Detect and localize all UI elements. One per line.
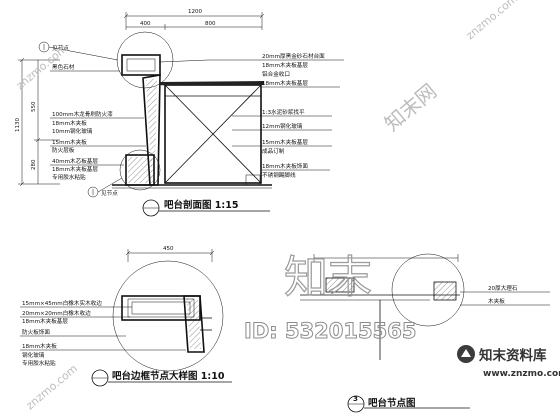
node-board-block bbox=[433, 281, 457, 301]
tag-top: 见节点 bbox=[38, 41, 119, 61]
right-note-7: 15mm木夹板基层 bbox=[262, 138, 308, 146]
node-title: 3 吧台节点图 bbox=[347, 395, 470, 413]
right-note-3: 铝合金收口 bbox=[262, 70, 290, 78]
watermark-brand: 知末 bbox=[284, 252, 372, 303]
left-note-2: 100mm木龙骨刷防火漆 bbox=[52, 110, 113, 118]
watermark-stamp: 知末网 bbox=[380, 79, 441, 136]
right-note-1: 20mm厚黑金砂石材台面 bbox=[262, 52, 325, 60]
watermark-layer: znzmo.com znzmo.com znzmo.com 知末网 知末 ID:… bbox=[14, 0, 560, 412]
partial-node-drawing: 20厚大理石 木夹板 3 吧台节点图 bbox=[300, 253, 550, 413]
right-note-9: 18mm木夹板饰面 bbox=[262, 162, 308, 170]
detail-vertical-profile bbox=[183, 295, 205, 353]
section-title-text: 吧台剖面图 1:15 bbox=[164, 199, 238, 211]
detail-dimension: 450 bbox=[125, 246, 215, 262]
watermark-badge bbox=[456, 336, 558, 384]
node-stone-block bbox=[325, 277, 355, 293]
tag-bottom: 见节点 bbox=[87, 177, 123, 198]
detail-dim-label: 450 bbox=[163, 246, 174, 252]
section-title: 吧台剖面图 1:15 bbox=[142, 199, 270, 217]
overall-dim-label: 1200 bbox=[188, 9, 202, 15]
tag-top-text: 见节点 bbox=[52, 44, 69, 52]
node-callout-circle bbox=[391, 253, 465, 327]
detail-note-7: 专用胶水粘贴 bbox=[22, 359, 56, 367]
detail-callout-circle bbox=[112, 260, 224, 372]
detail-callout-bottom bbox=[119, 149, 161, 191]
detail-note-3: 18mm木夹板基层 bbox=[22, 317, 68, 325]
top-dimension: 1200 400 800 bbox=[123, 9, 265, 30]
left-note-6: 防火层板 bbox=[52, 146, 75, 154]
watermark-site-label: 知末资料库 bbox=[479, 347, 547, 364]
height-dimensions: 1130 550 280 bbox=[15, 57, 60, 187]
right-note-4: 18mm木夹板基层 bbox=[262, 79, 308, 87]
watermark-id: ID: 532015565 bbox=[244, 319, 416, 343]
height-dim-lower: 280 bbox=[31, 159, 37, 170]
right-note-6: 12mm钢化玻璃 bbox=[262, 122, 303, 130]
detail-note-6: 钢化玻璃 bbox=[22, 351, 45, 359]
detail-note-4: 防火板饰面 bbox=[22, 328, 50, 336]
detail-callout-top bbox=[116, 31, 174, 89]
watermark-diagonal-top: znzmo.com bbox=[464, 0, 520, 42]
left-note-1: 黑色石材 bbox=[52, 63, 75, 71]
detail-note-2: 20mm×20mm白橡木收边 bbox=[22, 309, 91, 317]
left-note-4: 10mm钢化玻璃 bbox=[52, 127, 93, 135]
left-note-5: 15mm木夹板 bbox=[52, 138, 87, 146]
watermark-logo-icon bbox=[457, 345, 475, 363]
left-notes: 黑色石材 100mm木龙骨刷防火漆 18mm木夹板 10mm钢化玻璃 15mm木… bbox=[50, 63, 146, 181]
node-note-2: 木夹板 bbox=[488, 297, 505, 305]
detail-notes: 15mm×45mm白橡木实木收边 20mm×20mm白橡木收边 18mm木夹板基… bbox=[20, 299, 186, 367]
height-dim-upper: 550 bbox=[31, 101, 37, 112]
node-title-text: 吧台节点图 bbox=[368, 397, 416, 409]
left-note-7: 40mm木芯板基层 bbox=[52, 157, 98, 165]
bar-edge-detail-drawing: 450 15mm×45mm白橡木实木收边 20mm×20mm白橡木收边 18mm… bbox=[20, 246, 232, 387]
node-note-1: 20厚大理石 bbox=[488, 284, 518, 292]
detail-note-1: 15mm×45mm白橡木实木收边 bbox=[22, 299, 102, 307]
top-dim-left: 400 bbox=[140, 21, 151, 27]
watermark-diagonal-bottom: znzmo.com bbox=[24, 362, 80, 412]
right-note-8: 成品订制 bbox=[262, 147, 285, 155]
tag-bottom-text: 见节点 bbox=[101, 189, 118, 197]
countertop-slab bbox=[159, 81, 264, 85]
detail-note-5: 18mm木夹板 bbox=[22, 342, 57, 350]
right-notes: 20mm厚黑金砂石材台面 18mm木夹板基层 铝合金收口 18mm木夹板基层 1… bbox=[159, 52, 344, 179]
left-note-8: 18mm木夹板基层 bbox=[52, 165, 98, 173]
right-note-10: 不锈钢踢脚线 bbox=[262, 171, 296, 179]
watermark-url: www.znzmo.com bbox=[483, 369, 560, 379]
detail-top-profile bbox=[121, 295, 201, 321]
height-dim-total: 1130 bbox=[15, 118, 21, 132]
detail-title: 吧台边框节点大样图 1:10 bbox=[91, 369, 232, 387]
upper-counter-top bbox=[121, 54, 161, 76]
node-sheet-number: 3 bbox=[353, 395, 358, 403]
right-note-5: 1:3水泥砂浆找平 bbox=[262, 108, 305, 116]
left-note-9: 专用胶水粘贴 bbox=[52, 173, 86, 181]
detail-title-text: 吧台边框节点大样图 1:10 bbox=[112, 370, 225, 382]
top-dim-right: 800 bbox=[205, 21, 216, 27]
bar-section-drawing: 1200 400 800 1130 550 280 bbox=[15, 9, 344, 217]
left-note-3: 18mm木夹板 bbox=[52, 119, 87, 127]
right-note-2: 18mm木夹板基层 bbox=[262, 61, 308, 69]
